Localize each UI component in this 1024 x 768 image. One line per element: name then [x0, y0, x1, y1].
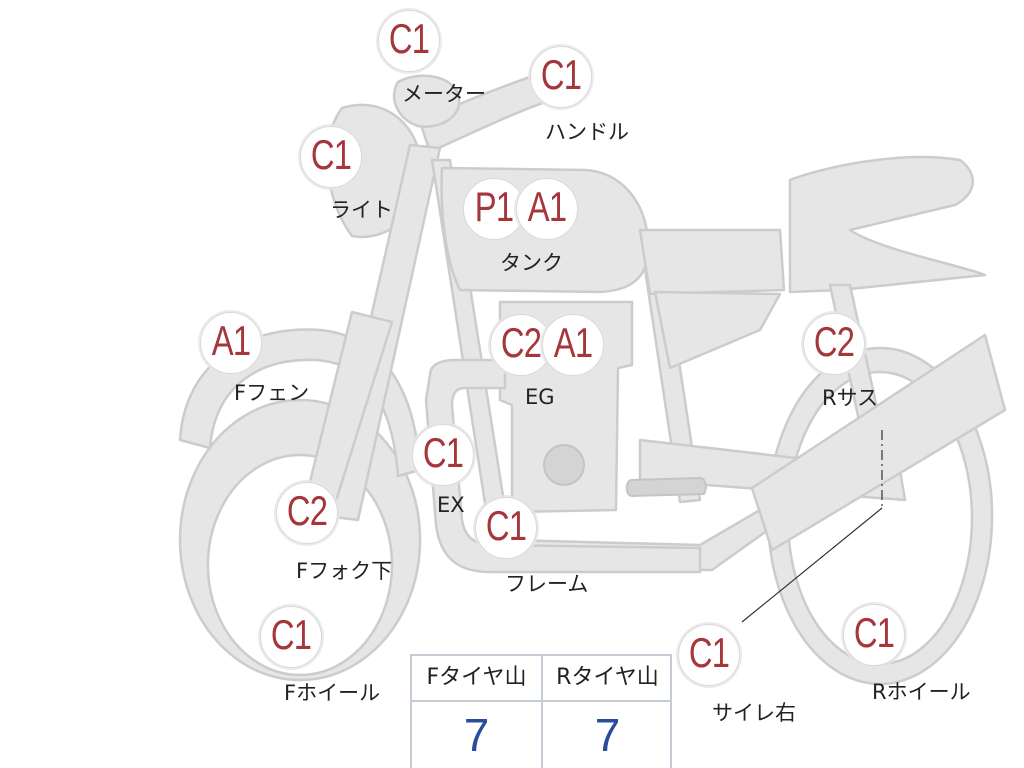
rear-wheel-label: Rホイール: [872, 680, 971, 704]
engine-label: EG: [525, 385, 555, 409]
tank-grade-1: P1: [474, 183, 514, 230]
front-fork-lower-grade: C2: [286, 487, 328, 534]
engine-grade-1: C2: [500, 319, 542, 366]
rear-suspension-grade: C2: [813, 318, 855, 365]
tire-tread-table: Fタイヤ山 Rタイヤ山 7 7: [410, 654, 672, 768]
light-grade-badge: C1: [300, 126, 362, 188]
rear-tire-value: 7: [594, 709, 621, 761]
handle-grade-badge: C1: [530, 46, 592, 108]
rear-suspension-grade-badge: C2: [803, 313, 865, 375]
meter-grade: C1: [388, 15, 430, 62]
exhaust-label: EX: [437, 493, 465, 517]
front-fork-lower-grade-badge: C2: [276, 482, 338, 544]
front-fork-lower-label: Fフォク下: [296, 559, 393, 583]
engine-grade-2: A1: [553, 319, 593, 366]
footpeg: [625, 476, 707, 498]
rear-cowl-shape: [788, 155, 987, 294]
front-tire-value: 7: [463, 709, 490, 761]
rear-tire-header: Rタイヤ山: [543, 656, 672, 702]
frame-grade: C1: [485, 502, 527, 549]
rear-suspension-label: Rサス: [822, 386, 879, 410]
engine-cover: [543, 444, 585, 486]
front-tire-header: Fタイヤ山: [412, 656, 541, 702]
tank-grade-badge-2: A1: [516, 178, 578, 240]
meter-label: メーター: [402, 82, 486, 106]
front-fender-grade: A1: [211, 317, 251, 364]
light-grade: C1: [310, 131, 352, 178]
tank-grade-badge-1: P1: [463, 178, 525, 240]
engine-grade-badge-2: A1: [542, 314, 604, 376]
silencer-right-grade: C1: [688, 629, 730, 676]
rear-wheel-grade: C1: [853, 609, 895, 656]
light-label: ライト: [330, 198, 393, 222]
frame-label: フレーム: [505, 572, 589, 596]
muffler-shape: [750, 333, 1007, 552]
exhaust-grade: C1: [422, 429, 464, 476]
front-wheel-grade: C1: [270, 611, 312, 658]
front-wheel-grade-badge: C1: [260, 606, 322, 668]
seat-shape: [638, 228, 786, 296]
silencer-right-label: サイレ右: [712, 701, 796, 725]
engine-grade-badge-1: C2: [490, 314, 552, 376]
table-divider: [541, 656, 543, 768]
front-fender-grade-badge: A1: [200, 312, 262, 374]
frame-grade-badge: C1: [475, 497, 537, 559]
side-cover-shape: [653, 290, 782, 370]
front-wheel-label: Fホイール: [284, 681, 381, 705]
rear-wheel-grade-badge: C1: [843, 604, 905, 666]
tank-grade-2: A1: [527, 183, 567, 230]
handle-label: ハンドル: [545, 120, 629, 144]
silencer-leader-line: [741, 507, 883, 623]
exhaust-grade-badge: C1: [412, 424, 474, 486]
exhaust-pipe-shape: [424, 358, 702, 574]
handle-grade: C1: [540, 51, 582, 98]
meter-grade-badge: C1: [378, 10, 440, 72]
front-fender-label: Fフェン: [234, 381, 310, 405]
meter-shape: [392, 74, 461, 128]
silencer-right-grade-badge: C1: [678, 624, 740, 686]
tank-label: タンク: [500, 251, 563, 275]
